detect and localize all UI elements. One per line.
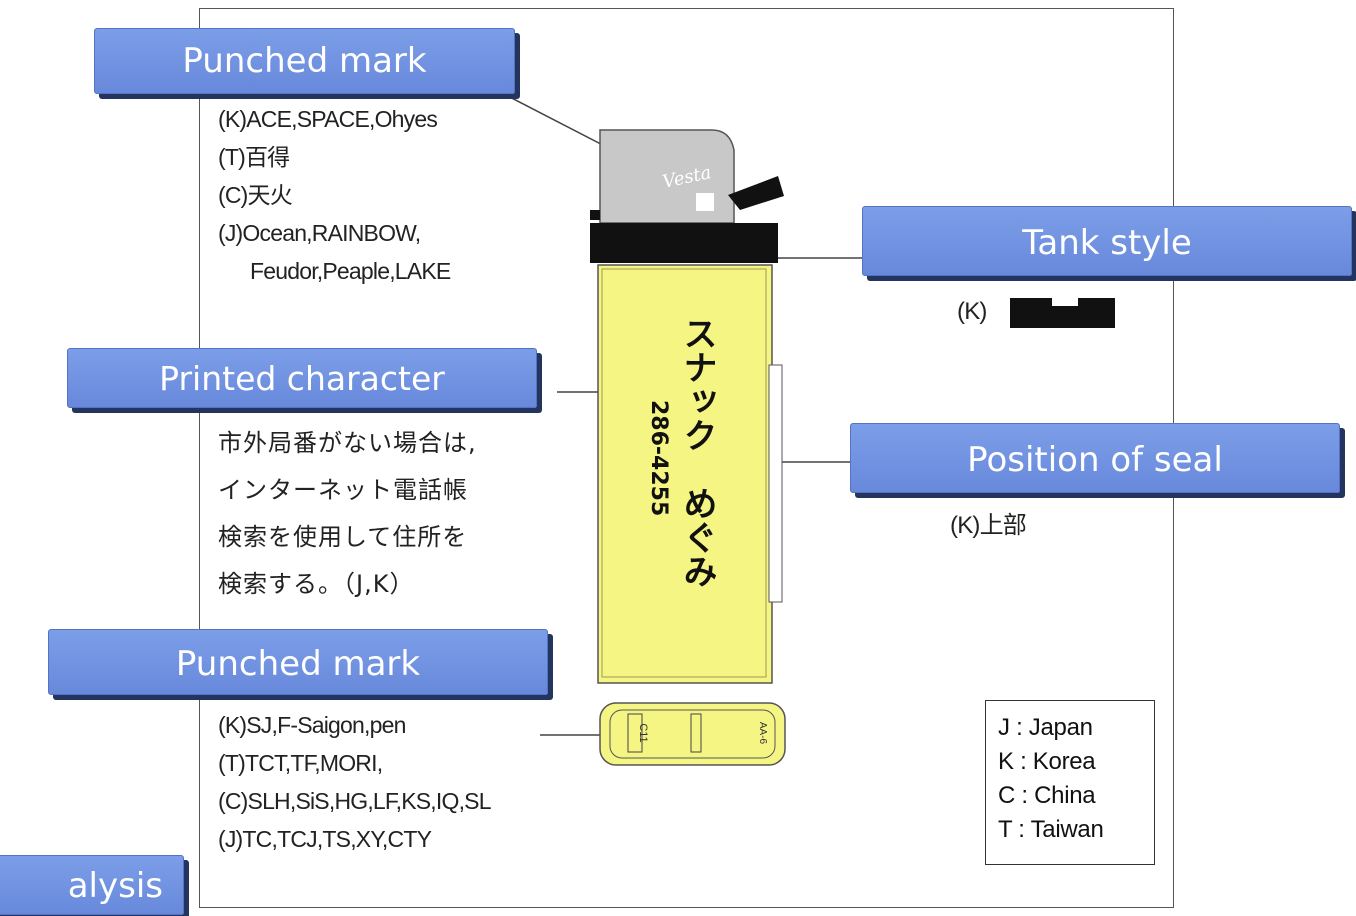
legend-china: C : China <box>998 782 1096 809</box>
label-punched-mark-bottom: Punched mark <box>48 629 548 695</box>
tank-style-text: (K) <box>957 298 987 325</box>
punched-top-line-3: (C)天火 <box>218 182 293 208</box>
punched-top-line-2: (T)百得 <box>218 144 290 170</box>
base-slot <box>690 713 702 753</box>
punched-top-line-4: (J)Ocean,RAINBOW, <box>218 220 421 246</box>
label-analysis: alysis <box>0 855 184 915</box>
lighter-band <box>590 223 778 263</box>
position-of-seal-text: (K)上部 <box>950 512 1027 539</box>
lighter-drawing: Vesta C11 AA-6 スナック めぐみ 286-4255 <box>499 91 1115 766</box>
striker <box>728 176 784 210</box>
printed-shop-name: スナック めぐみ <box>677 316 717 588</box>
cap-pin <box>590 210 600 220</box>
legend-japan: J : Japan <box>998 714 1093 741</box>
base-code-box <box>627 713 643 753</box>
tank-style-shape <box>1010 298 1115 328</box>
base-code-left: C11 <box>637 723 649 742</box>
label-tank-style: Tank style <box>862 206 1352 276</box>
label-printed-character: Printed character <box>67 348 537 408</box>
label-position-of-seal: Position of seal <box>850 423 1340 493</box>
lighter-tank <box>597 264 773 684</box>
legend-korea: K : Korea <box>998 748 1096 775</box>
punched-bottom-line-2: (T)TCT,TF,MORI, <box>218 750 383 776</box>
base-code-right: AA-6 <box>757 722 768 745</box>
printed-phone: 286-4255 <box>646 400 671 516</box>
country-legend: J : Japan K : Korea C : China T : Taiwan <box>985 700 1155 865</box>
punched-bottom-line-1: (K)SJ,F-Saigon,pen <box>218 712 406 738</box>
printed-char-line-1: 市外局番がない場合は, <box>218 429 477 457</box>
tank-inner-outline <box>601 268 767 678</box>
base-inner-outline <box>609 709 776 759</box>
printed-char-line-3: 検索を使用して住所を <box>218 523 468 551</box>
label-punched-mark-top: Punched mark <box>94 28 515 94</box>
punched-top-line-1: (K)ACE,SPACE,Ohyes <box>218 106 438 132</box>
punched-bottom-line-4: (J)TC,TCJ,TS,XY,CTY <box>218 826 432 852</box>
printed-char-line-4: 検索する。（J,K） <box>218 570 415 598</box>
punched-bottom-line-3: (C)SLH,SiS,HG,LF,KS,IQ,SL <box>218 788 492 814</box>
lighter-base <box>599 702 786 766</box>
punched-top-line-5: Feudor,Peaple,LAKE <box>250 258 451 284</box>
printed-char-line-2: インターネット電話帳 <box>218 476 468 504</box>
legend-taiwan: T : Taiwan <box>998 816 1104 843</box>
seal-strip <box>768 364 783 603</box>
cap-window <box>696 193 714 211</box>
